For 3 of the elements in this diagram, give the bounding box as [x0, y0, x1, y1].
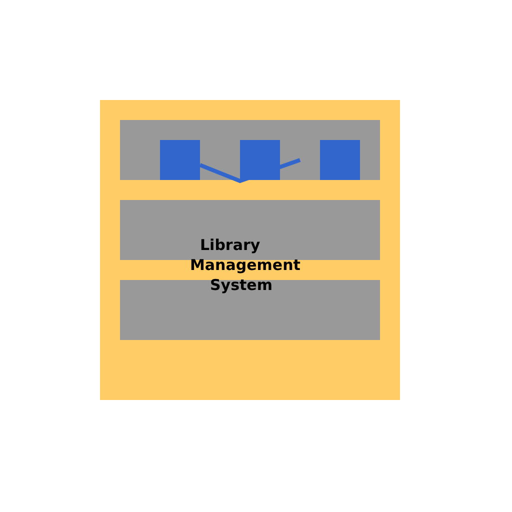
- title-text: Management: [190, 256, 300, 274]
- title-text: System: [210, 276, 272, 294]
- title-text: Library: [200, 236, 260, 254]
